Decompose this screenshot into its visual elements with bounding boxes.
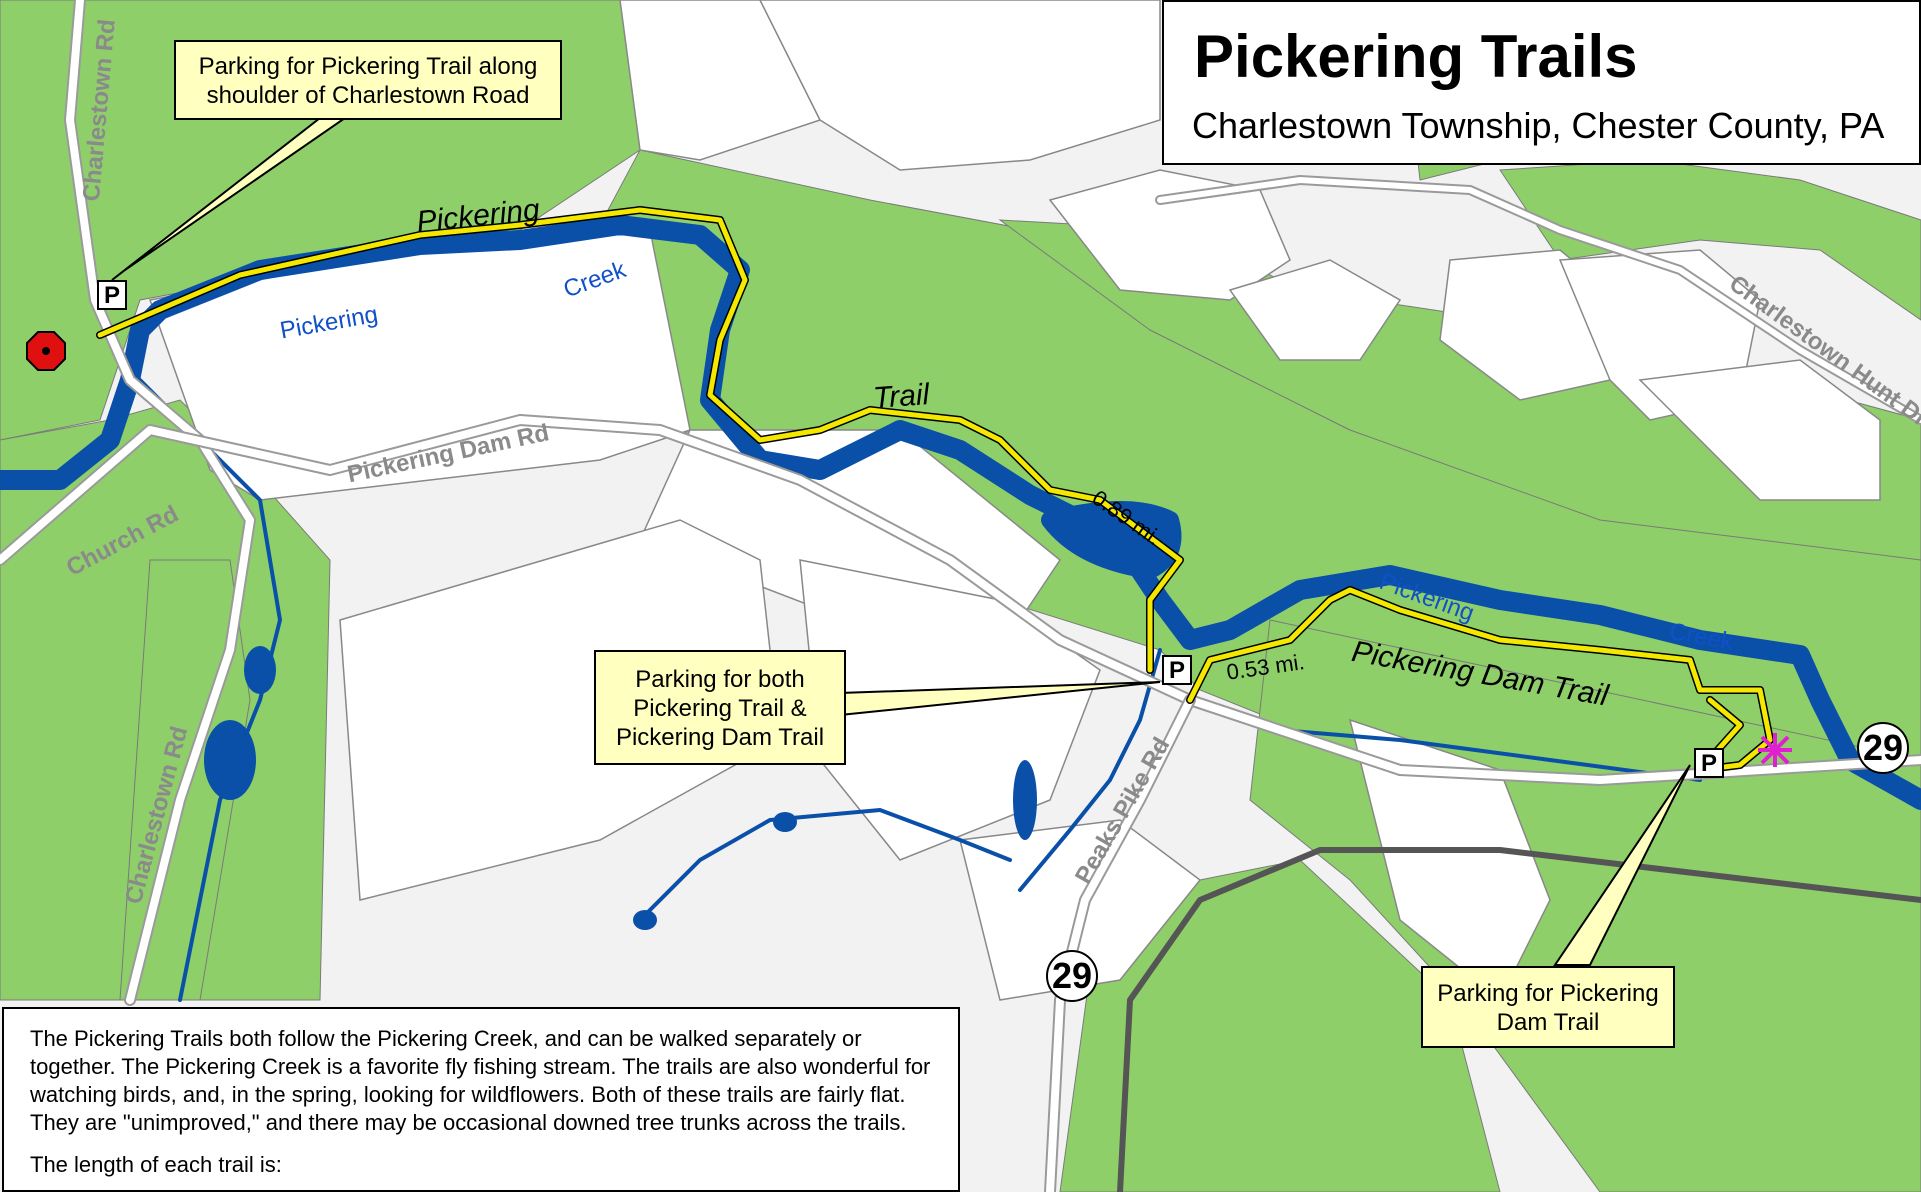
flower-marker-icon	[1758, 733, 1792, 767]
trail-label-trail: Trail	[872, 378, 931, 415]
title-box: Pickering Trails Charlestown Township, C…	[1162, 0, 1921, 165]
stop-sign-icon	[26, 331, 66, 371]
route-shield-icon-south: 29	[1046, 950, 1098, 1002]
parking-icon-both-trails: P	[1162, 655, 1192, 685]
callout-both-trails-parking: Parking for both Pickering Trail & Picke…	[594, 650, 846, 765]
description-text: The Pickering Trails both follow the Pic…	[30, 1026, 931, 1135]
callout-dam-trail-parking: Parking for Pickering Dam Trail	[1421, 966, 1675, 1048]
callout-pickering-trail-parking: Parking for Pickering Trail along should…	[174, 40, 562, 120]
description-box: The Pickering Trails both follow the Pic…	[2, 1007, 960, 1192]
page-title: Pickering Trails	[1194, 23, 1638, 90]
description-lengths-heading: The length of each trail is:	[30, 1152, 282, 1177]
page-subtitle: Charlestown Township, Chester County, PA	[1192, 105, 1885, 146]
route-shield-icon-east: 29	[1857, 722, 1909, 774]
parking-icon-dam-trail: P	[1694, 748, 1724, 778]
callout-leaders	[111, 117, 1691, 966]
parcels	[149, 0, 1881, 1002]
parking-icon-charlestown-rd: P	[97, 280, 127, 310]
